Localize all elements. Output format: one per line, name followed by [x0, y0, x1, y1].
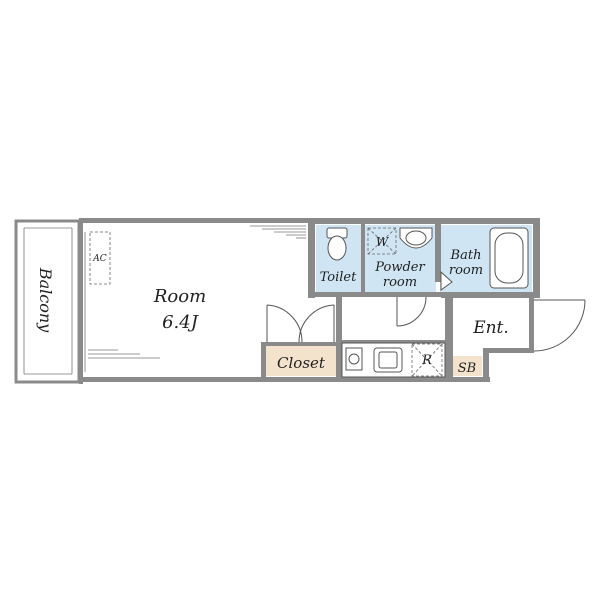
shoe-box-floor [453, 356, 482, 376]
powder-room-label-1: Powder [374, 260, 425, 275]
entrance-door [533, 299, 586, 352]
wall-top-wet [308, 218, 540, 224]
powder-room-label-2: room [383, 275, 417, 290]
room-size-label: 6.4J [162, 312, 200, 333]
washer-space [367, 227, 397, 255]
room-floor-hatch [88, 349, 160, 359]
bathtub [489, 227, 529, 289]
wall-entrance-step [483, 348, 489, 382]
ac-label: AC [92, 254, 106, 264]
powder-door [396, 296, 427, 327]
wall-right-entrance [529, 296, 534, 352]
wall-closet-top [261, 342, 339, 346]
bath-room-label-1: Bath [450, 248, 482, 263]
toilet-label: Toilet [320, 270, 357, 285]
wall-room-toilet [308, 218, 315, 298]
powder-sink [399, 227, 433, 249]
kitchen-counter [341, 342, 446, 378]
entrance-label: Ent. [472, 318, 509, 338]
wall-closet-right [336, 296, 342, 380]
wall-below-bath [441, 292, 540, 298]
toilet-fixture [326, 227, 348, 261]
wall-bottom [79, 377, 490, 382]
closet-floor [266, 346, 336, 376]
ac-unit [89, 231, 111, 285]
wall-kitchen-top [342, 340, 448, 343]
wall-entrance-bottom [483, 348, 534, 353]
shoe-box-label: SB [458, 361, 476, 376]
bath-door [440, 270, 453, 291]
wall-right-bath [533, 218, 540, 298]
wall-powder-bath [435, 222, 441, 282]
wall-below-wet [308, 292, 444, 297]
balcony-label: Balcony [36, 267, 55, 333]
wall-closet-left [261, 342, 266, 380]
fridge-space [411, 343, 443, 377]
room-name-label: Room [153, 286, 206, 307]
bath-room-label-2: room [449, 263, 483, 278]
closet-label: Closet [277, 354, 326, 372]
room-ceiling-hatch [250, 225, 306, 239]
balcony-outline [14, 219, 81, 384]
washer-label: W [376, 235, 390, 249]
wall-toilet-powder [361, 222, 365, 294]
fridge-label: R [421, 353, 432, 368]
wall-left [79, 218, 83, 384]
closet-doors [266, 304, 335, 343]
wall-top [79, 218, 313, 223]
wall-kitchen-right [445, 297, 453, 382]
